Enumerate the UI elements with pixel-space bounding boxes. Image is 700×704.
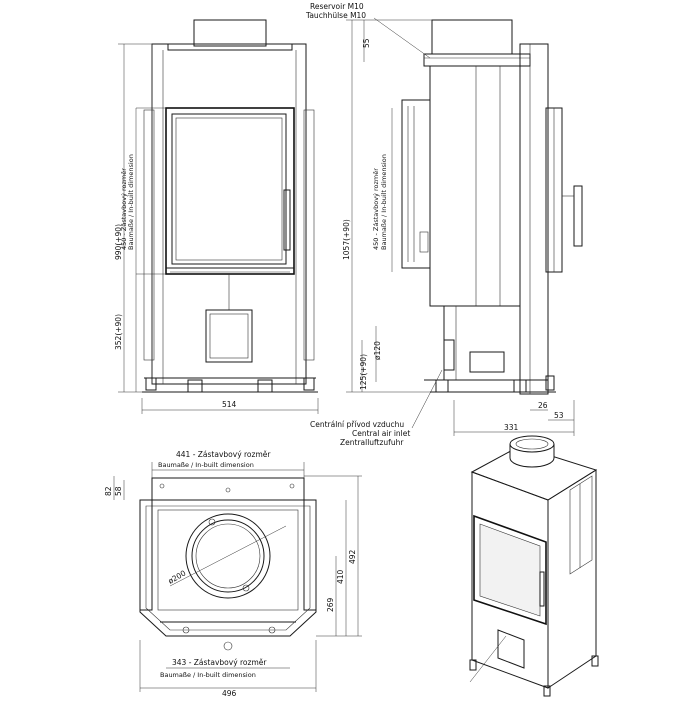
air-inlet-label-cz: Centrální přívod vzduchu <box>310 420 404 429</box>
front-dim-total-height: 990(+90) <box>114 224 123 260</box>
top-dim-82: 82 <box>104 486 113 496</box>
bottom-dim-width-line2: Baumaße / In-built dimension <box>160 671 256 679</box>
top-dim-58: 58 <box>114 486 123 496</box>
front-dim-lower-height: 352(+90) <box>114 314 123 350</box>
front-dim-opening-line2: Baumaße / In-built dimension <box>127 154 135 250</box>
side-dim-total-height: 1057(+90) <box>342 219 351 260</box>
front-dim-width: 514 <box>222 400 237 409</box>
top-dim-269: 269 <box>326 597 335 612</box>
top-dim-width-line1: 441 - Zástavbový rozměr <box>176 450 271 459</box>
side-dim-opening-line2: Baumaße / In-built dimension <box>380 154 388 250</box>
top-dim-width-line2: Baumaße / In-built dimension <box>158 461 254 469</box>
bottom-dim-width-line1: 343 - Zástavbový rozměr <box>172 658 267 667</box>
front-dim-opening-line1: 450 - Zástavbový rozměr <box>120 168 128 250</box>
top-dim-flue-diameter: ø200 <box>167 568 188 585</box>
top-dim-total-width: 496 <box>222 689 237 698</box>
air-inlet-label-en: Central air inlet <box>352 429 410 438</box>
top-dim-492: 492 <box>348 549 357 564</box>
side-dim-inlet-height: 125(+90) <box>359 354 368 390</box>
side-dim-top: 55 <box>362 38 371 48</box>
side-dim-opening-line1: 450 - Zástavbový rozměr <box>372 168 380 250</box>
top-dim-410: 410 <box>336 569 345 584</box>
reservoir-label: Reservoir M10 <box>310 2 364 11</box>
side-view: Reservoir M10 Tauchhülse M10 55 1057(+90… <box>305 2 583 447</box>
side-dim-depth: 331 <box>504 423 519 432</box>
side-dim-26: 26 <box>538 401 548 410</box>
top-view: 441 - Zástavbový rozměr Baumaße / In-bui… <box>104 450 362 698</box>
side-dim-53: 53 <box>554 411 564 420</box>
isometric-view <box>469 435 599 697</box>
front-view: 990(+90) 352(+90) 450 - Zástavbový rozmě… <box>114 19 319 414</box>
side-dim-inlet-diameter: ø120 <box>373 341 382 360</box>
air-inlet-label-de: Zentralluftzufuhr <box>340 438 404 447</box>
tauchhulse-label: Tauchhülse M10 <box>305 11 366 20</box>
